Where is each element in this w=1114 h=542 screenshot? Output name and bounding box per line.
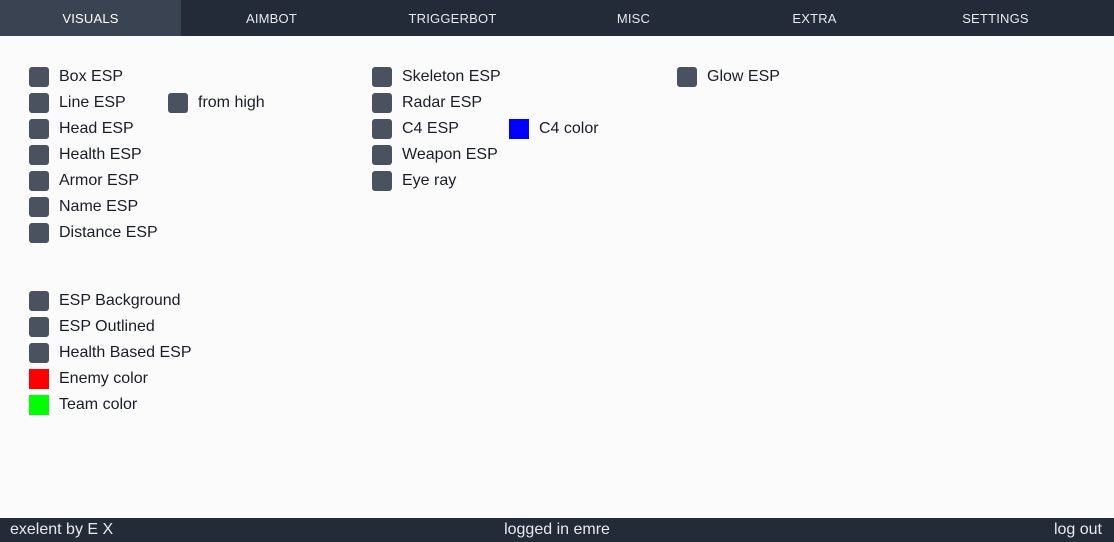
c4-esp-checkbox[interactable] — [372, 119, 392, 139]
tab-triggerbot[interactable]: TRIGGERBOT — [408, 10, 497, 26]
glow-esp-label: Glow ESP — [707, 68, 780, 85]
tab-visuals[interactable]: VISUALS — [0, 0, 181, 36]
glow-esp-checkbox[interactable] — [677, 67, 697, 87]
option-skeleton-esp[interactable]: Skeleton ESP — [372, 67, 501, 87]
credit-text: exelent by E X — [10, 521, 114, 538]
option-c4-color[interactable]: C4 color — [509, 119, 599, 139]
health-esp-label: Health ESP — [59, 146, 142, 163]
option-name-esp[interactable]: Name ESP — [29, 197, 138, 217]
radar-esp-checkbox[interactable] — [372, 93, 392, 113]
status-bar: exelent by E X logged in emre log out — [0, 518, 1114, 542]
option-weapon-esp[interactable]: Weapon ESP — [372, 145, 498, 165]
tab-extra[interactable]: EXTRA — [792, 10, 837, 26]
head-esp-label: Head ESP — [59, 120, 134, 137]
skeleton-esp-label: Skeleton ESP — [402, 68, 501, 85]
option-esp-outlined[interactable]: ESP Outlined — [29, 317, 155, 337]
option-health-based-esp[interactable]: Health Based ESP — [29, 343, 192, 363]
tab-misc[interactable]: MISC — [616, 10, 651, 26]
weapon-esp-label: Weapon ESP — [402, 146, 498, 163]
option-esp-background[interactable]: ESP Background — [29, 291, 181, 311]
tab-bar: VISUALS AIMBOT TRIGGERBOT MISC EXTRA SET… — [0, 0, 1114, 36]
option-armor-esp[interactable]: Armor ESP — [29, 171, 139, 191]
team-color-swatch[interactable] — [29, 395, 49, 415]
line-esp-checkbox[interactable] — [29, 93, 49, 113]
esp-outlined-checkbox[interactable] — [29, 317, 49, 337]
option-c4-esp[interactable]: C4 ESP — [372, 119, 459, 139]
c4-color-swatch[interactable] — [509, 119, 529, 139]
option-eye-ray[interactable]: Eye ray — [372, 171, 456, 191]
armor-esp-label: Armor ESP — [59, 172, 140, 189]
option-box-esp[interactable]: Box ESP — [29, 67, 123, 87]
head-esp-checkbox[interactable] — [29, 119, 49, 139]
option-glow-esp[interactable]: Glow ESP — [677, 67, 780, 87]
option-enemy-color[interactable]: Enemy color — [29, 369, 148, 389]
option-distance-esp[interactable]: Distance ESP — [29, 223, 158, 243]
esp-background-label: ESP Background — [59, 292, 181, 309]
health-esp-checkbox[interactable] — [29, 145, 49, 165]
box-esp-checkbox[interactable] — [29, 67, 49, 87]
option-radar-esp[interactable]: Radar ESP — [372, 93, 482, 113]
box-esp-label: Box ESP — [59, 68, 124, 85]
c4-esp-label: C4 ESP — [402, 120, 459, 137]
from-high-checkbox[interactable] — [168, 93, 188, 113]
enemy-color-swatch[interactable] — [29, 369, 49, 389]
health-based-esp-checkbox[interactable] — [29, 343, 49, 363]
option-from-high[interactable]: from high — [168, 93, 265, 113]
skeleton-esp-checkbox[interactable] — [372, 67, 392, 87]
name-esp-checkbox[interactable] — [29, 197, 49, 217]
tab-aimbot[interactable]: AIMBOT — [245, 10, 298, 26]
team-color-label: Team color — [59, 396, 138, 413]
distance-esp-checkbox[interactable] — [29, 223, 49, 243]
armor-esp-checkbox[interactable] — [29, 171, 49, 191]
radar-esp-label: Radar ESP — [402, 94, 483, 111]
option-line-esp[interactable]: Line ESP — [29, 93, 126, 113]
option-team-color[interactable]: Team color — [29, 395, 137, 415]
option-health-esp[interactable]: Health ESP — [29, 145, 142, 165]
distance-esp-label: Distance ESP — [59, 224, 158, 241]
name-esp-label: Name ESP — [59, 198, 139, 215]
eye-ray-checkbox[interactable] — [372, 171, 392, 191]
tab-settings[interactable]: SETTINGS — [962, 10, 1029, 26]
option-head-esp[interactable]: Head ESP — [29, 119, 134, 139]
logout-link[interactable]: log out — [1053, 521, 1102, 538]
enemy-color-label: Enemy color — [59, 370, 148, 387]
from-high-label: from high — [198, 94, 265, 111]
login-status: logged in emre — [504, 521, 610, 538]
weapon-esp-checkbox[interactable] — [372, 145, 392, 165]
c4-color-label: C4 color — [539, 120, 599, 137]
esp-outlined-label: ESP Outlined — [59, 318, 155, 335]
eye-ray-label: Eye ray — [402, 172, 457, 189]
line-esp-label: Line ESP — [59, 94, 126, 111]
health-based-esp-label: Health Based ESP — [59, 344, 192, 361]
esp-background-checkbox[interactable] — [29, 291, 49, 311]
